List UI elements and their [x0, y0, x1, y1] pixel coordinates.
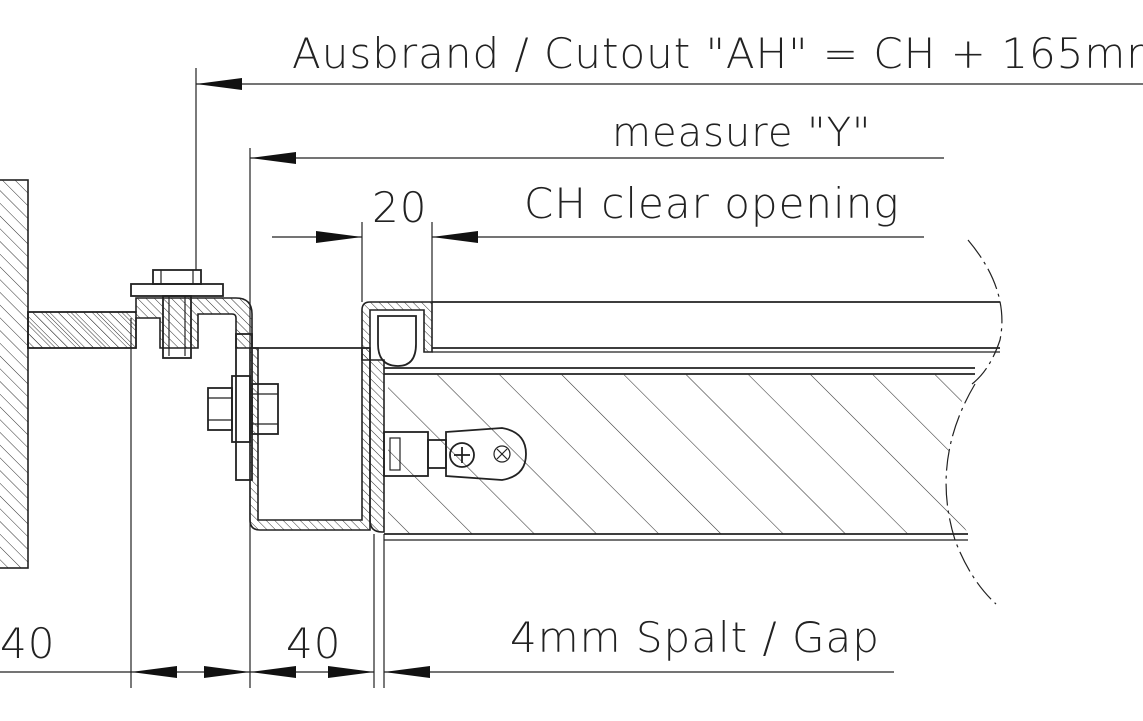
wall — [0, 179, 29, 569]
extension-lines — [130, 68, 433, 688]
dim-40-right — [250, 666, 374, 678]
cutout-label: Ausbrand / Cutout "AH" = CH + 165mm — [292, 29, 1143, 78]
dim-measure-y — [250, 152, 944, 164]
bolt-vertical — [130, 269, 224, 359]
clear-opening-label: CH clear opening — [524, 179, 900, 228]
dim-40-left — [0, 666, 250, 678]
bolt-horizontal — [207, 333, 279, 481]
break-line-bottom — [945, 383, 997, 605]
mounting-plate — [27, 297, 253, 349]
shutter-panel — [384, 301, 1000, 541]
dim-40-right-label: 40 — [286, 619, 341, 668]
dim-gap — [384, 666, 894, 678]
dim-cutout — [196, 78, 1143, 90]
measure-y-label: measure "Y" — [612, 110, 871, 156]
dim-40-left-label: 40 — [0, 619, 55, 668]
gap-label: 4mm Spalt / Gap — [510, 613, 880, 662]
dim-20 — [272, 231, 924, 243]
seal-profile — [377, 315, 417, 367]
dim-20-label: 20 — [372, 183, 427, 232]
latch-detail — [383, 427, 527, 481]
break-line-top — [967, 239, 1003, 385]
